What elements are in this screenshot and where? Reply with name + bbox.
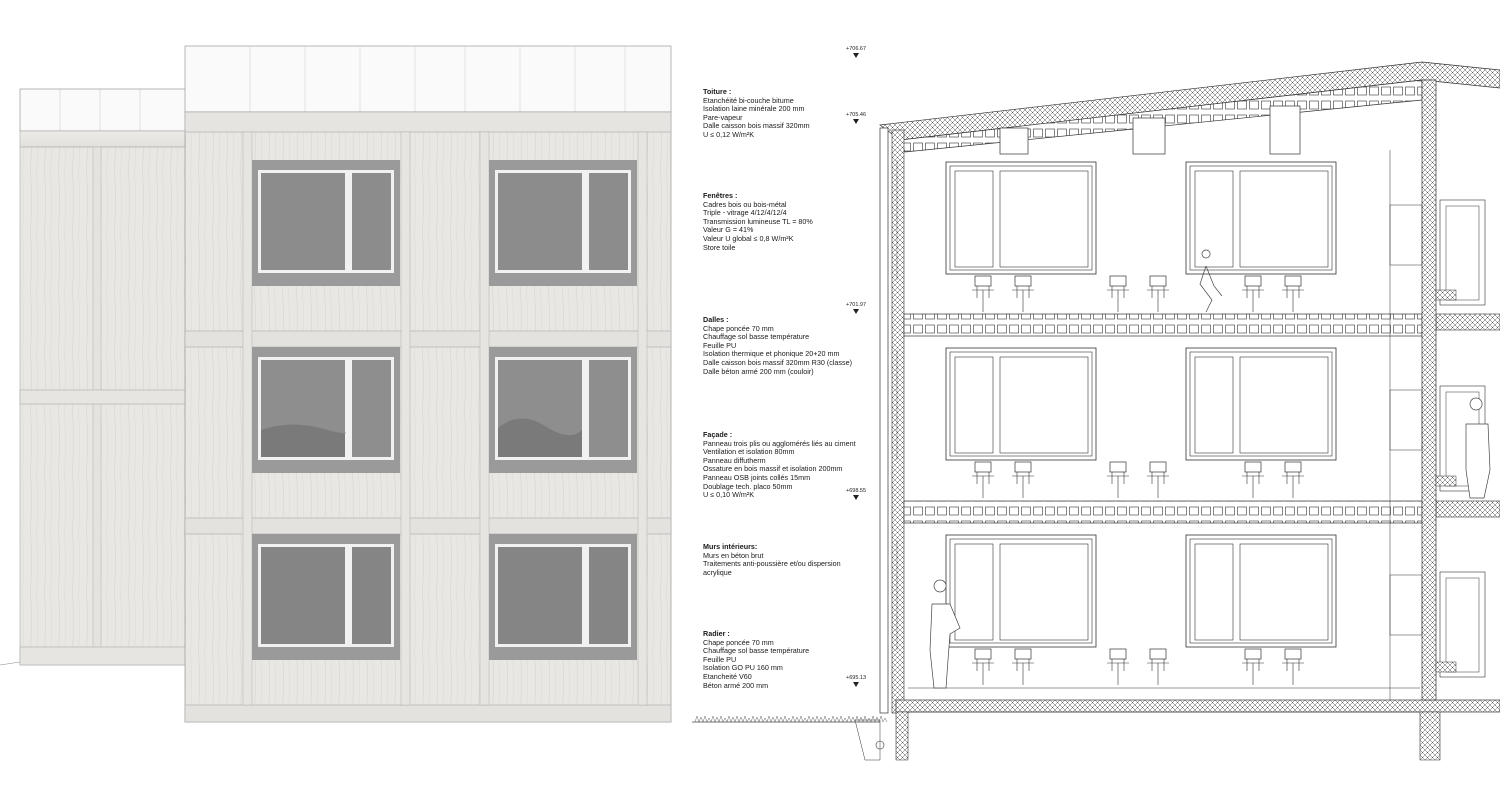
- level-marker: +706.67: [846, 46, 866, 58]
- level-value: +695.13: [846, 675, 867, 681]
- note-line: Pare-vapeur: [703, 112, 743, 122]
- note-line: Dalle caisson bois massif 320mm: [703, 121, 810, 131]
- note-line: Etancheité V60: [703, 671, 752, 681]
- facade-elevation: [0, 45, 672, 723]
- level-marker: +695.13: [846, 675, 866, 687]
- level-triangle-icon: [853, 309, 859, 314]
- corridor-wall: [1389, 79, 1486, 701]
- note-interior-walls: Murs intérieurs: Murs en béton brut Trai…: [703, 542, 873, 577]
- note-heading: Murs intérieurs:: [703, 542, 758, 551]
- roof: [879, 61, 1500, 155]
- note-line: Feuille PU: [703, 340, 737, 350]
- level-value: +705.46: [846, 112, 867, 118]
- level-marker: +698.55: [846, 488, 866, 500]
- note-line: Transmission lumineuse TL = 80%: [703, 216, 813, 226]
- note-line: Panneau trois plis ou agglomérés liés au…: [703, 438, 856, 448]
- note-line: Isolation GO PU 160 mm: [703, 663, 783, 673]
- note-line: Cadres bois ou bois-métal: [703, 199, 787, 209]
- window: [252, 160, 400, 286]
- level-2-interior: [945, 347, 1491, 499]
- level-value: +706.67: [846, 46, 867, 52]
- note-line: Isolation laine minérale 200 mm: [703, 104, 805, 114]
- note-line: Dalle béton armé 200 mm (couloir): [703, 366, 814, 376]
- note-line: acrylique: [703, 567, 732, 577]
- note-heading: Fenêtres :: [703, 191, 738, 200]
- window: [489, 534, 637, 660]
- level-triangle-icon: [853, 495, 859, 500]
- window: [252, 534, 400, 660]
- note-line: Panneau diffutherm: [703, 455, 766, 465]
- note-heading: Dalles :: [703, 315, 729, 324]
- note-windows: Fenêtres : Cadres bois ou bois-métal Tri…: [703, 191, 873, 252]
- level-3-interior: [945, 161, 1337, 313]
- note-line: Traitements anti-poussière et/ou dispers…: [703, 559, 841, 569]
- note-line: Triple - vitrage 4/12/4/12/4: [703, 208, 787, 218]
- note-line: Chape poncée 70 mm: [703, 323, 774, 333]
- note-line: Valeur U global ≤ 0,8 W/m²K: [703, 233, 794, 243]
- level-marker: +705.46: [846, 112, 866, 124]
- note-line: Chauffage sol basse température: [703, 646, 810, 656]
- note-line: U ≤ 0,12 W/m²K: [703, 129, 755, 139]
- note-line: Isolation thermique et phonique 20+20 mm: [703, 349, 840, 359]
- note-line: Store toile: [703, 242, 736, 252]
- note-heading: Façade :: [703, 430, 733, 439]
- note-line: Dalle caisson bois massif 320mm R30 (cla…: [703, 357, 852, 367]
- level-triangle-icon: [853, 53, 859, 58]
- slabs: [854, 313, 1500, 761]
- note-slabs: Dalles : Chape poncée 70 mm Chauffage so…: [703, 315, 873, 376]
- note-facade: Façade : Panneau trois plis ou aggloméré…: [703, 430, 873, 500]
- window: [489, 347, 637, 473]
- note-line: Panneau OSB joints collés 15mm: [703, 472, 811, 482]
- left-volume: [0, 88, 189, 666]
- elevation-windows: [252, 160, 637, 660]
- note-heading: Radier :: [703, 629, 730, 638]
- level-marker: +701.97: [846, 302, 866, 314]
- note-line: Béton armé 200 mm: [703, 680, 769, 690]
- window: [489, 160, 637, 286]
- level-triangle-icon: [853, 119, 859, 124]
- note-raft: Radier : Chape poncée 70 mm Chauffage so…: [703, 629, 873, 690]
- note-line: Doublage tech. placo 50mm: [703, 481, 793, 491]
- note-line: Chauffage sol basse température: [703, 332, 810, 342]
- note-line: Ossature en bois massif et isolation 200…: [703, 464, 843, 474]
- note-line: U ≤ 0,10 W/m²K: [703, 490, 755, 500]
- note-heading: Toiture :: [703, 87, 732, 96]
- level-value: +701.97: [846, 302, 867, 308]
- level-triangle-icon: [853, 682, 859, 687]
- note-line: Murs en béton brut: [703, 550, 764, 560]
- level-1-interior: [929, 534, 1337, 689]
- note-line: Ventilation et isolation 80mm: [703, 447, 795, 457]
- window: [252, 347, 400, 473]
- note-line: Etanchéité bi-couche bitume: [703, 95, 794, 105]
- note-line: Feuille PU: [703, 654, 737, 664]
- note-roof: Toiture : Etanchéité bi-couche bitume Is…: [703, 87, 873, 140]
- note-line: Chape poncée 70 mm: [703, 637, 774, 647]
- level-value: +698.55: [846, 488, 867, 494]
- ground-line: [692, 715, 888, 723]
- section-facade: [879, 127, 905, 714]
- note-line: Valeur G = 41%: [703, 225, 754, 235]
